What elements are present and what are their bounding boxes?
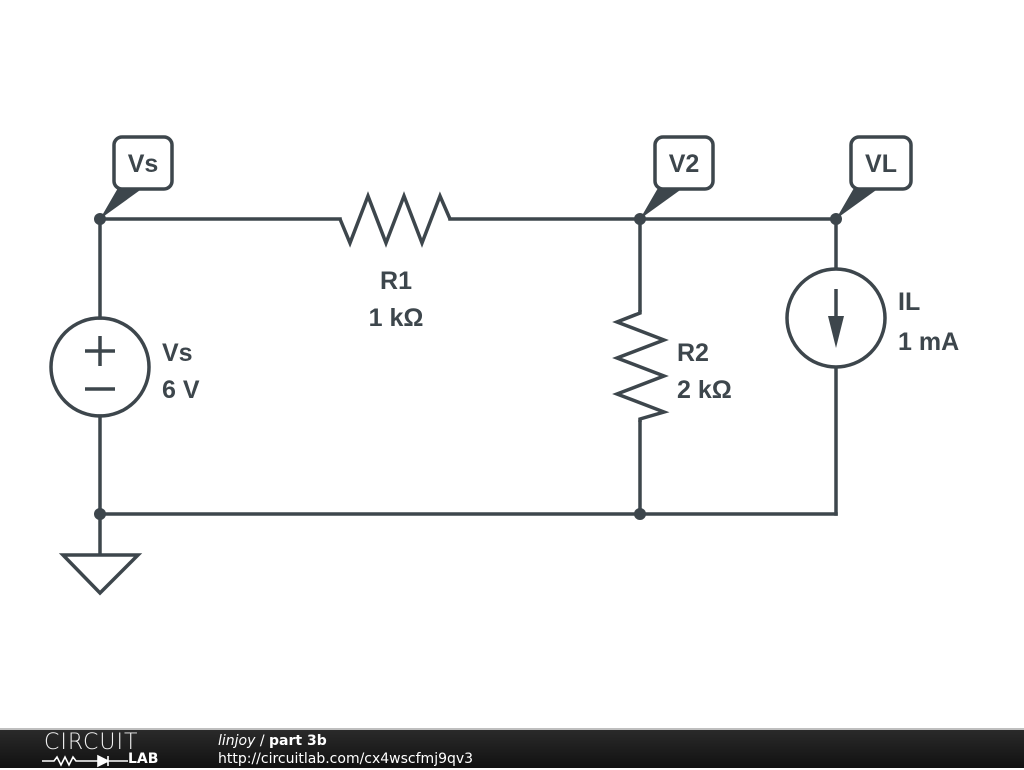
resistor-diode-icon <box>42 754 128 768</box>
ground-icon <box>58 553 143 596</box>
circuit-url-link[interactable]: http://circuitlab.com/cx4wscfmj9qv3 <box>218 751 474 767</box>
node-label-pointer <box>100 188 143 219</box>
resistor-r2[interactable]: R2 2 kΩ <box>612 310 732 422</box>
resistor-r1-symbol <box>338 191 452 248</box>
node-label-text: VL <box>865 150 897 178</box>
arrow-head-icon <box>828 316 844 348</box>
junction-dot <box>94 508 106 520</box>
il-value: 1 mA <box>898 328 959 356</box>
node-label-pointer <box>836 188 879 219</box>
r1-name: R1 <box>380 267 412 295</box>
logo-text-circuit: CIRCUIT <box>44 730 139 755</box>
circuit-meta: linjoy / part 3b http://circuitlab.com/c… <box>218 732 473 768</box>
node-label-box <box>849 135 913 191</box>
node-label-pointer <box>640 188 683 219</box>
vs-value: 6 V <box>162 376 200 404</box>
node-label-box <box>653 135 715 191</box>
node-label-v2[interactable]: V2 <box>640 135 715 219</box>
il-name: IL <box>898 288 920 316</box>
vs-name: Vs <box>162 339 193 367</box>
node-label-vl[interactable]: VL <box>836 135 913 219</box>
r2-value: 2 kΩ <box>677 376 732 404</box>
title-separator: / <box>255 733 270 749</box>
node-label-box <box>112 135 174 191</box>
junction-dot <box>634 508 646 520</box>
voltage-source-vs[interactable]: Vs 6 V <box>49 316 200 418</box>
node-label-text: V2 <box>669 150 700 178</box>
wires <box>98 217 838 555</box>
footer-bar: CIRCUIT LAB linjoy / part 3b http://circ… <box>0 728 1024 768</box>
circuit-title[interactable]: part 3b <box>269 733 327 749</box>
resistor-r1[interactable]: R1 1 kΩ <box>338 191 452 332</box>
r2-name: R2 <box>677 339 709 367</box>
voltage-source-circle <box>49 316 151 418</box>
node-label-vs[interactable]: Vs <box>100 135 174 219</box>
current-source-circle <box>785 267 887 369</box>
circuit-schematic: R1 1 kΩ R2 2 kΩ Vs 6 V IL 1 mA Vs V2 <box>49 135 959 596</box>
r1-value: 1 kΩ <box>369 304 424 332</box>
circuitlab-logo[interactable]: CIRCUIT LAB <box>40 732 180 770</box>
circuit-title-line: linjoy / part 3b <box>218 732 473 750</box>
plus-icon <box>85 336 115 366</box>
resistor-r2-symbol <box>612 310 670 422</box>
node-label-text: Vs <box>128 150 159 178</box>
current-source-il[interactable]: IL 1 mA <box>785 267 959 369</box>
logo-text-lab: LAB <box>128 751 159 767</box>
author-link[interactable]: linjoy <box>218 733 256 749</box>
